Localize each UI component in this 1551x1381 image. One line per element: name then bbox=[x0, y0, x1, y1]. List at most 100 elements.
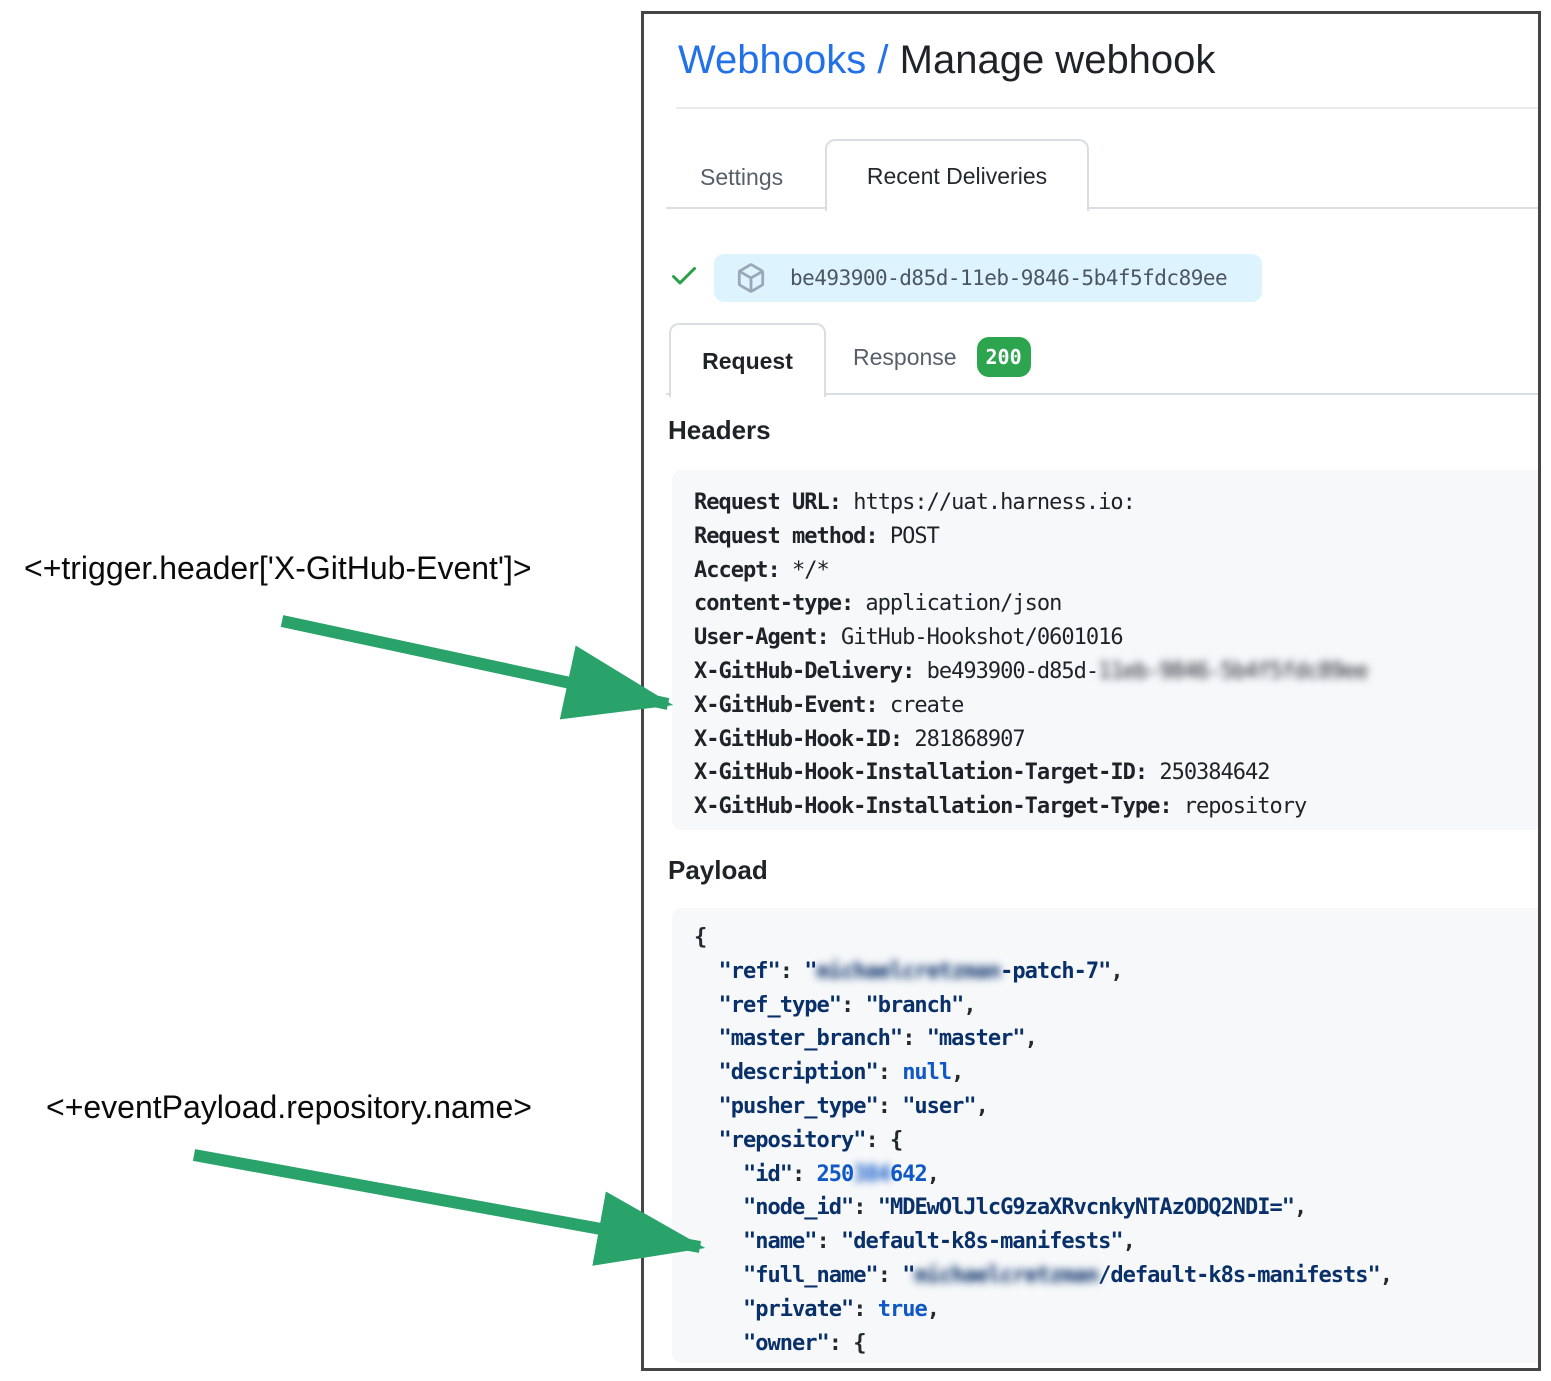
code-text: "user" bbox=[902, 1093, 976, 1119]
code-text: Request method: bbox=[694, 523, 879, 549]
header-line: X-GitHub-Hook-ID: 281868907 bbox=[694, 723, 1538, 757]
code-text: Accept: bbox=[694, 557, 781, 583]
code-text: application/json bbox=[853, 591, 1062, 617]
code-text: : bbox=[816, 1229, 841, 1255]
page-title: Webhooks / Manage webhook bbox=[678, 38, 1215, 83]
headers-code-block: Request URL: https://uat.harness.io:Requ… bbox=[672, 470, 1538, 830]
webhooks-breadcrumb-link[interactable]: Webhooks / bbox=[678, 38, 889, 82]
tab-request[interactable]: Request bbox=[669, 323, 826, 397]
delivery-guid: be493900-d85d-11eb-9846-5b4f5fdc89ee bbox=[790, 266, 1228, 290]
code-text: , bbox=[926, 1296, 940, 1322]
code-text: : bbox=[853, 1195, 878, 1221]
code-text: "description" bbox=[718, 1060, 879, 1086]
redacted-text: 384 bbox=[853, 1161, 891, 1187]
code-text: : bbox=[865, 1127, 890, 1153]
redacted-text: michaelcretzman bbox=[816, 958, 1001, 984]
code-text: "node_id" bbox=[742, 1195, 854, 1221]
response-status-badge: 200 bbox=[976, 337, 1031, 377]
payload-line: "pusher_type": "user", bbox=[694, 1090, 1538, 1124]
code-text: "pusher_type" bbox=[718, 1093, 879, 1119]
code-text: 250 bbox=[816, 1161, 854, 1187]
delivery-guid-pill[interactable]: be493900-d85d-11eb-9846-5b4f5fdc89ee bbox=[714, 254, 1262, 302]
tab-response[interactable]: Response 200 bbox=[853, 323, 1031, 391]
code-text: X-GitHub-Hook-Installation-Target-ID: bbox=[694, 760, 1148, 786]
code-text bbox=[694, 1195, 743, 1220]
code-text bbox=[694, 1060, 719, 1085]
code-text: "private" bbox=[742, 1296, 854, 1322]
code-text bbox=[694, 1162, 743, 1187]
payload-line: "ref_type": "branch", bbox=[694, 989, 1538, 1023]
header-line: X-GitHub-Hook-Installation-Target-ID: 25… bbox=[694, 756, 1538, 790]
payload-line: "private": true, bbox=[694, 1293, 1538, 1327]
code-text: { bbox=[889, 1127, 903, 1153]
header-line: X-GitHub-Hook-Installation-Target-Type: … bbox=[694, 790, 1538, 824]
payload-line: "description": null, bbox=[694, 1056, 1538, 1090]
code-text bbox=[694, 1263, 743, 1288]
code-text: , bbox=[963, 992, 976, 1018]
code-text: , bbox=[926, 1161, 940, 1187]
code-text: be493900-d85d- bbox=[914, 658, 1099, 684]
headers-section-title: Headers bbox=[668, 415, 771, 445]
code-text: " bbox=[804, 958, 817, 984]
delivery-success-check-icon bbox=[668, 259, 700, 296]
redacted-text: michaelcretzman bbox=[914, 1262, 1099, 1288]
tab-settings[interactable]: Settings bbox=[700, 164, 784, 190]
code-text: "id" bbox=[742, 1161, 793, 1187]
tab-response-label: Response bbox=[853, 343, 957, 370]
code-text: "ref_type" bbox=[718, 992, 842, 1018]
code-text: X-GitHub-Event: bbox=[694, 692, 879, 718]
header-line: User-Agent: GitHub-Hookshot/0601016 bbox=[694, 621, 1538, 655]
code-text bbox=[694, 1026, 719, 1051]
package-icon bbox=[736, 263, 766, 293]
code-text: "master" bbox=[926, 1026, 1026, 1052]
title-divider bbox=[676, 107, 1538, 109]
header-line: Request method: POST bbox=[694, 520, 1538, 554]
code-text bbox=[694, 1128, 719, 1153]
code-text: : bbox=[877, 1060, 903, 1086]
code-text: , bbox=[1294, 1195, 1307, 1221]
code-text: create bbox=[877, 692, 964, 718]
code-text: User-Agent: bbox=[694, 625, 830, 651]
breadcrumb-link-text: Webhooks bbox=[678, 38, 867, 82]
detail-tabnav-divider bbox=[666, 393, 1538, 395]
code-text: 642 bbox=[889, 1161, 928, 1187]
code-text: null bbox=[902, 1060, 952, 1086]
github-webhook-panel: Webhooks / Manage webhook Settings Recen… bbox=[641, 11, 1541, 1371]
code-text: content-type: bbox=[694, 591, 854, 617]
code-text bbox=[694, 1297, 743, 1322]
header-line: Accept: */* bbox=[694, 554, 1538, 588]
payload-line: "name": "default-k8s-manifests", bbox=[694, 1225, 1538, 1259]
payload-line: "full_name": "michaelcretzman/default-k8… bbox=[694, 1259, 1538, 1293]
code-text: "full_name" bbox=[742, 1262, 879, 1288]
redacted-text: 11eb-9846-5b4f5fdc89ee bbox=[1098, 658, 1368, 684]
code-text: GitHub-Hookshot/0601016 bbox=[828, 625, 1124, 651]
payload-code-block: { "ref": "michaelcretzman-patch-7", "ref… bbox=[672, 908, 1538, 1363]
green-arrow-to-repository-name bbox=[192, 1149, 706, 1266]
code-text bbox=[694, 1331, 743, 1356]
code-text: "MDEwOlJlcG9zaXRvcnkyNTAzODQ2NDI=" bbox=[877, 1195, 1295, 1221]
annotation-trigger-header-expression: <+trigger.header['X-GitHub-Event']> bbox=[24, 550, 532, 586]
code-text: : bbox=[791, 1161, 817, 1187]
payload-line: { bbox=[694, 921, 1538, 955]
code-text: true bbox=[877, 1296, 928, 1322]
payload-line: "id": 250384642, bbox=[694, 1158, 1538, 1192]
header-line: Request URL: https://uat.harness.io: bbox=[694, 486, 1538, 520]
code-text: : bbox=[853, 1296, 878, 1322]
code-text bbox=[694, 1094, 719, 1119]
code-text: "ref" bbox=[718, 958, 781, 984]
payload-line: "master_branch": "master", bbox=[694, 1022, 1538, 1056]
code-text: , bbox=[1122, 1229, 1136, 1255]
payload-line: "node_id": "MDEwOlJlcG9zaXRvcnkyNTAzODQ2… bbox=[694, 1191, 1538, 1225]
code-text: POST bbox=[877, 523, 940, 549]
code-text: X-GitHub-Hook-ID: bbox=[694, 726, 903, 752]
code-text: , bbox=[1379, 1262, 1393, 1288]
payload-line: "owner": { bbox=[694, 1327, 1538, 1361]
code-text: X-GitHub-Delivery: bbox=[694, 658, 915, 684]
header-line: content-type: application/json bbox=[694, 587, 1538, 621]
code-text: */* bbox=[779, 557, 830, 583]
code-text: "owner" bbox=[742, 1330, 830, 1356]
code-text: repository bbox=[1171, 794, 1307, 820]
code-text: : bbox=[877, 1093, 903, 1119]
code-text bbox=[694, 959, 719, 984]
tab-recent-deliveries[interactable]: Recent Deliveries bbox=[825, 139, 1089, 211]
